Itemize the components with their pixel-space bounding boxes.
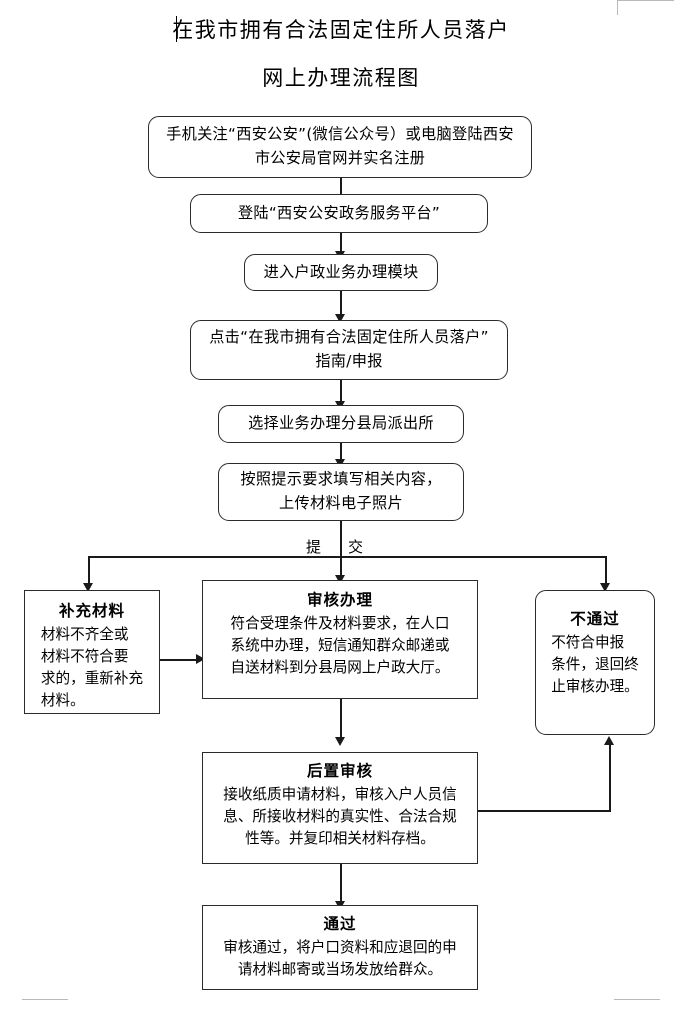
edge-label-submit-right: 交 bbox=[348, 538, 365, 556]
node-rejected-body: 不符合申报 条件，退回终 止审核办理。 bbox=[551, 634, 639, 695]
node-select-station[interactable]: 选择业务办理分县局派出所 bbox=[218, 405, 464, 443]
node-post-review-body: 接收纸质申请材料，审核入户人员信 息、所接收材料的真实性、合法合规 性等。并复印… bbox=[223, 786, 457, 847]
edge-label-submit-left: 提 bbox=[306, 538, 323, 556]
edge-review-to-post-review-arrow bbox=[335, 737, 345, 746]
node-supplement-body: 材料不齐全或 材料不符合要 求的，重新补充 材料。 bbox=[40, 626, 144, 709]
edge-guide-to-station bbox=[340, 380, 342, 406]
edge-split-to-rejected bbox=[605, 556, 607, 588]
title-text-cursor bbox=[176, 16, 177, 42]
crop-mark-bottom-right bbox=[614, 987, 660, 1000]
edge-split-to-review bbox=[340, 556, 342, 580]
node-rejected-title: 不通过 bbox=[570, 610, 620, 628]
node-login-platform[interactable]: 登陆“西安公安政务服务平台” bbox=[190, 194, 488, 233]
edge-post-review-to-rejected-arrow bbox=[604, 736, 614, 745]
edge-split-to-review-arrow bbox=[335, 575, 345, 584]
node-review-process[interactable]: 审核办理 符合受理条件及材料要求，在人口 系统中办理，短信通知群众邮递或 自送材… bbox=[202, 580, 478, 699]
page-title-line-2: 网上办理流程图 bbox=[262, 66, 420, 90]
edge-login-to-module bbox=[340, 233, 342, 255]
crop-mark-bottom-left bbox=[22, 987, 68, 1000]
edge-post-review-to-approved bbox=[340, 864, 342, 906]
node-review-process-title: 审核办理 bbox=[306, 591, 373, 609]
node-review-process-body: 符合受理条件及材料要求，在人口 系统中办理，短信通知群众邮递或 自送材料到分县局… bbox=[230, 615, 450, 676]
node-post-review-title: 后置审核 bbox=[306, 762, 373, 780]
node-login-platform-label: 登陆“西安公安政务服务平台” bbox=[237, 203, 441, 222]
edge-station-to-fill bbox=[340, 443, 342, 465]
edge-supplement-to-review-arrow bbox=[196, 654, 205, 664]
node-fill-upload[interactable]: 按照提示要求填写相关内容， 上传材料电子照片 bbox=[218, 463, 464, 521]
edge-module-to-guide bbox=[340, 291, 342, 319]
edge-split-to-rejected-arrow bbox=[600, 583, 610, 592]
edge-split-to-supplement bbox=[88, 556, 90, 588]
edge-split-to-supplement-arrow bbox=[83, 583, 93, 592]
edge-supplement-to-review bbox=[160, 659, 200, 661]
edge-post-review-to-rejected-vertical bbox=[609, 744, 611, 810]
node-supplement-title: 补充材料 bbox=[58, 602, 125, 620]
crop-mark-top-right bbox=[617, 0, 674, 15]
node-register-label: 手机关注“西安公安”(微信公众号）或电脑登陆西安 市公安局官网并实名注册 bbox=[166, 125, 514, 167]
split-bus-horizontal bbox=[88, 556, 606, 558]
node-approved[interactable]: 通过 审核通过，将户口资料和应退回的申 请材料邮寄或当场发放给群众。 bbox=[202, 905, 478, 990]
node-post-review[interactable]: 后置审核 接收纸质申请材料，审核入户人员信 息、所接收材料的真实性、合法合规 性… bbox=[202, 752, 478, 864]
node-click-guide[interactable]: 点击“在我市拥有合法固定住所人员落户” 指南/申报 bbox=[190, 320, 508, 380]
node-fill-upload-label: 按照提示要求填写相关内容， 上传材料电子照片 bbox=[240, 470, 442, 512]
node-click-guide-label: 点击“在我市拥有合法固定住所人员落户” 指南/申报 bbox=[209, 328, 489, 370]
edge-register-to-login bbox=[340, 178, 342, 198]
edge-post-review-to-rejected-horizontal bbox=[478, 810, 611, 812]
node-register[interactable]: 手机关注“西安公安”(微信公众号）或电脑登陆西安 市公安局官网并实名注册 bbox=[148, 116, 532, 178]
edge-review-to-post-review bbox=[340, 699, 342, 741]
node-supplement[interactable]: 补充材料 材料不齐全或 材料不符合要 求的，重新补充 材料。 bbox=[24, 590, 160, 714]
node-rejected[interactable]: 不通过 不符合申报 条件，退回终 止审核办理。 bbox=[535, 590, 655, 735]
node-household-module-label: 进入户政业务办理模块 bbox=[263, 262, 419, 281]
node-select-station-label: 选择业务办理分县局派出所 bbox=[248, 414, 434, 433]
edge-fill-to-split-stem bbox=[340, 521, 342, 556]
node-approved-body: 审核通过，将户口资料和应退回的申 请材料邮寄或当场发放给群众。 bbox=[223, 939, 457, 978]
page-title-line-1: 在我市拥有合法固定住所人员落户 bbox=[172, 18, 510, 42]
node-approved-title: 通过 bbox=[323, 915, 357, 933]
edge-module-to-guide-arrow bbox=[335, 314, 345, 323]
node-household-module[interactable]: 进入户政业务办理模块 bbox=[244, 254, 438, 291]
